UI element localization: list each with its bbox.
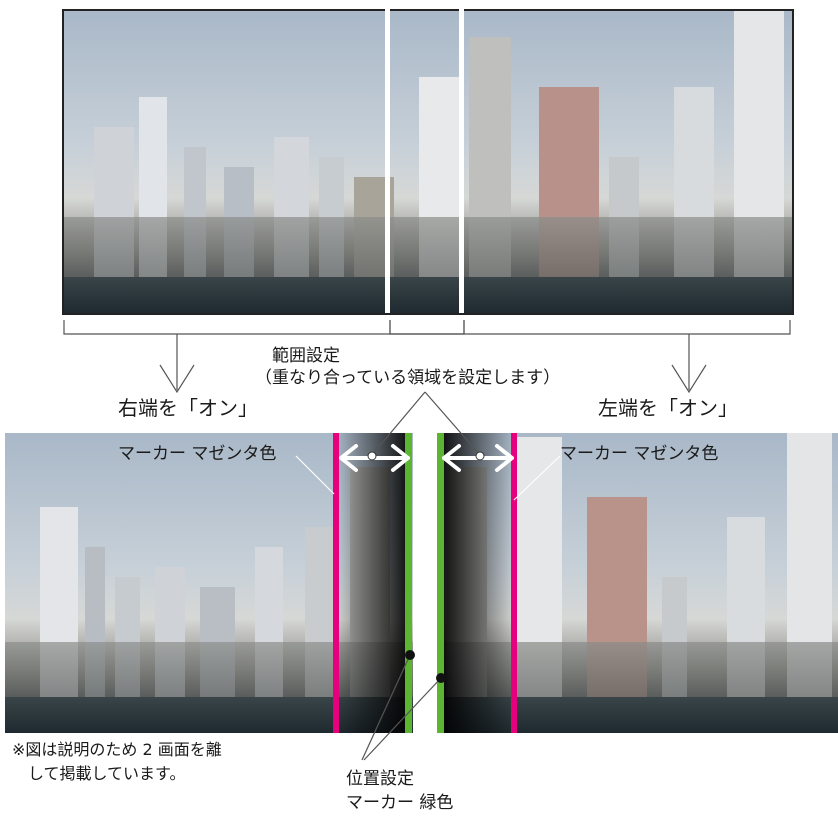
top-cityscape-photo xyxy=(62,9,794,315)
right-edge-on-label: 右端を「オン」 xyxy=(118,396,258,420)
left-blend-gradient xyxy=(335,433,410,733)
range-setting-subtitle: （重なり合っている領域を設定します） xyxy=(255,368,561,388)
left-down-arrow xyxy=(159,334,195,394)
left-magenta-marker xyxy=(333,433,339,733)
range-setting-title: 範囲設定 xyxy=(272,346,340,366)
right-down-arrow xyxy=(671,334,707,394)
note-line-1: ※図は説明のため 2 画面を離 xyxy=(12,740,222,759)
note-line-2: して掲載しています。 xyxy=(12,764,186,783)
overlap-divider-left xyxy=(385,9,390,313)
right-blend-gradient xyxy=(440,433,515,733)
left-edge-on-label: 左端を「オン」 xyxy=(598,396,738,420)
overlap-divider-right xyxy=(459,9,464,313)
left-green-marker xyxy=(405,433,412,733)
right-range-bracket xyxy=(389,320,791,335)
right-green-marker xyxy=(437,433,444,733)
magenta-marker-label-right: マーカー マゼンタ色 xyxy=(560,444,719,464)
right-magenta-marker xyxy=(511,433,517,733)
left-range-bracket xyxy=(63,320,465,335)
green-marker-label: マーカー 緑色 xyxy=(346,793,454,813)
position-setting-title: 位置設定 xyxy=(346,769,414,789)
magenta-marker-label-left: マーカー マゼンタ色 xyxy=(118,444,277,464)
